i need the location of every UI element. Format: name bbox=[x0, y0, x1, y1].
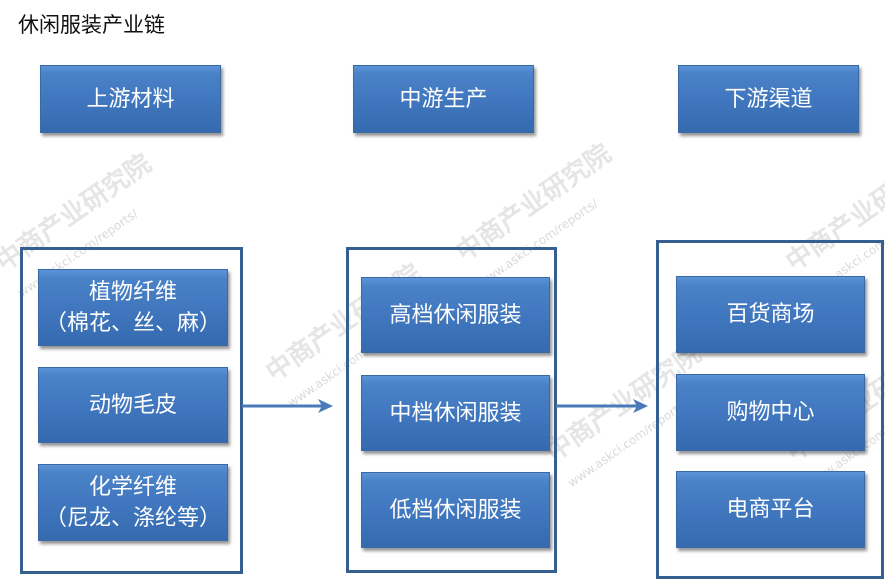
midstream-group bbox=[346, 247, 557, 573]
header-downstream: 下游渠道 bbox=[678, 65, 859, 133]
arrow-right-icon bbox=[242, 399, 333, 413]
item-label: 动物毛皮 bbox=[88, 392, 177, 418]
downstream-item-ecommerce: 电商平台 bbox=[676, 471, 865, 548]
item-label: 电商平台 bbox=[726, 497, 815, 522]
item-label: 低档休闲服装 bbox=[389, 497, 522, 523]
item-sublabel: （棉花、丝、麻） bbox=[44, 310, 221, 336]
header-downstream-label: 下游渠道 bbox=[724, 86, 813, 112]
item-label: 植物纤维 bbox=[88, 279, 177, 305]
page-title: 休闲服装产业链 bbox=[18, 13, 165, 37]
item-label: 高档休闲服装 bbox=[389, 302, 522, 328]
item-sublabel: （尼龙、涤纶等） bbox=[44, 505, 221, 531]
header-upstream: 上游材料 bbox=[40, 65, 221, 133]
upstream-item-chemical-fiber: 化学纤维 （尼龙、涤纶等） bbox=[38, 464, 228, 541]
midstream-item-high-end: 高档休闲服装 bbox=[361, 277, 550, 353]
item-label: 百货商场 bbox=[726, 302, 815, 327]
header-upstream-label: 上游材料 bbox=[86, 86, 175, 112]
upstream-item-plant-fiber: 植物纤维 （棉花、丝、麻） bbox=[38, 269, 228, 346]
downstream-item-department-store: 百货商场 bbox=[676, 276, 865, 353]
downstream-group bbox=[656, 240, 884, 579]
midstream-item-mid-range: 中档休闲服装 bbox=[361, 375, 550, 451]
upstream-item-animal-fur: 动物毛皮 bbox=[38, 367, 228, 443]
upstream-group bbox=[20, 247, 243, 574]
arrow-right-icon bbox=[556, 399, 648, 413]
midstream-item-low-end: 低档休闲服装 bbox=[361, 472, 550, 548]
item-label: 中档休闲服装 bbox=[389, 400, 522, 426]
header-midstream: 中游生产 bbox=[353, 65, 534, 133]
item-label: 购物中心 bbox=[726, 400, 815, 425]
item-label: 化学纤维 bbox=[88, 474, 177, 500]
header-midstream-label: 中游生产 bbox=[399, 86, 488, 112]
downstream-item-shopping-mall: 购物中心 bbox=[676, 374, 865, 451]
